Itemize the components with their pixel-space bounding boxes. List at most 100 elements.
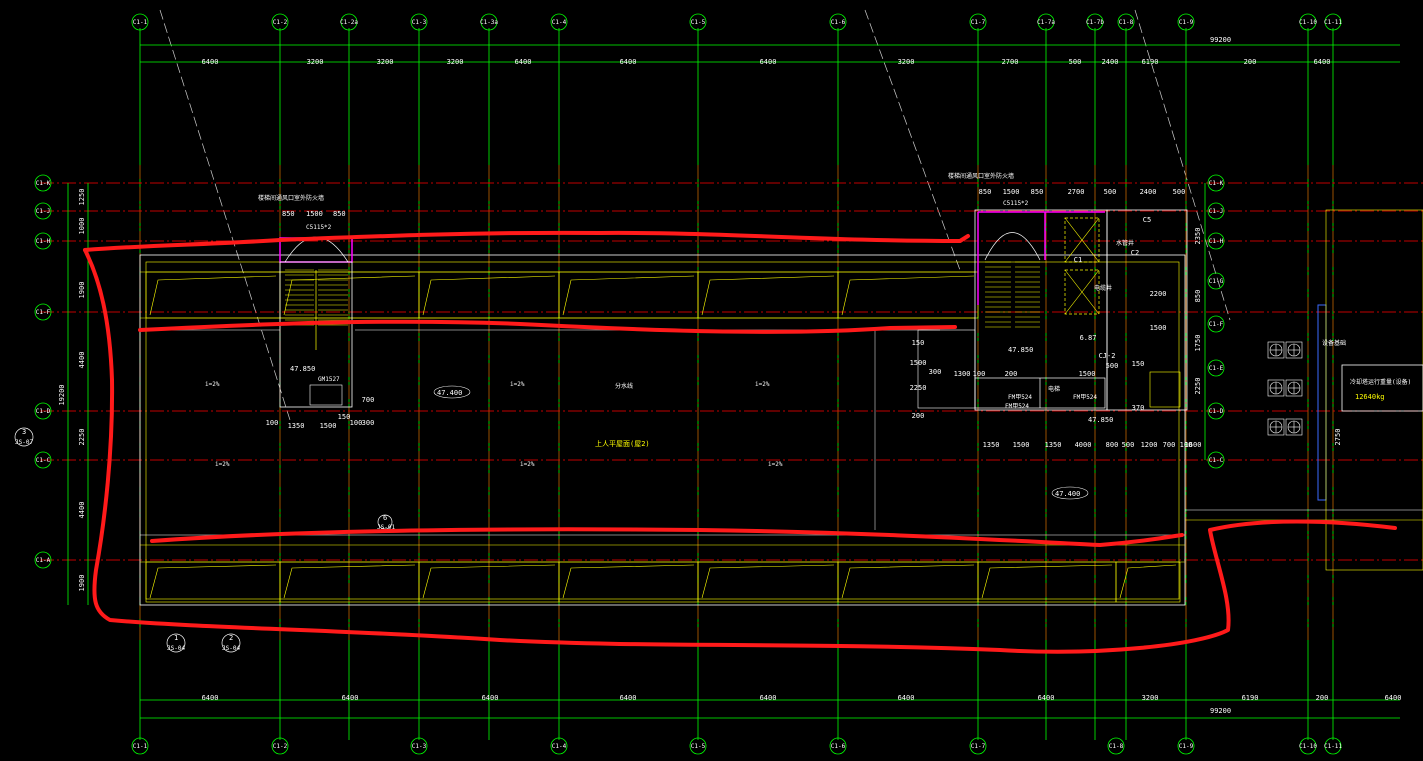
- stair-right-mark-2: 6.87: [1080, 334, 1097, 342]
- dim-bottom-8: 6190: [1242, 694, 1259, 702]
- axis-bubble-left-1: C1-J: [34, 202, 52, 220]
- axis-bubble-bottom-9: C1-10: [1299, 737, 1317, 755]
- roof-slope-5: i=2%: [520, 461, 535, 468]
- stair-left-bottom-dim-1: 1350: [288, 422, 305, 430]
- stair-right-side-dim-13: 2200: [1150, 290, 1167, 298]
- dim-top-13: 6400: [1314, 58, 1331, 66]
- detail-marker-1-ref: JS-01: [377, 524, 395, 531]
- dim-top-2: 3200: [377, 58, 394, 66]
- axis-label-top-10: C1-7b: [1086, 19, 1104, 26]
- axis-bubble-top-6: C1-5: [689, 13, 707, 31]
- stair-left-bottom-dim-3: 150: [338, 413, 351, 421]
- fan-unit-2-0: [1267, 418, 1285, 436]
- stair-right-top-dim-0: 850: [979, 188, 992, 196]
- axis-label-right-4: C1-F: [1209, 321, 1224, 328]
- equipment-area: 冷却塔运行重量(设备) 12640kg 设备基础: [1267, 209, 1423, 571]
- roof-slope-4: i=2%: [215, 461, 230, 468]
- axis-label-left-6: C1-A: [36, 557, 51, 564]
- axis-label-top-12: C1-9: [1179, 19, 1194, 26]
- stair-left-bottom-dim-4: 300: [362, 419, 375, 427]
- dim-top-9: 500: [1069, 58, 1082, 66]
- dimension-bottom-overall: 99200: [1210, 707, 1231, 715]
- fan-unit-0-1: [1285, 341, 1303, 359]
- stair-right-bottom-dim-2: 1350: [1045, 441, 1062, 449]
- axis-bubbles-right: C1-KC1-JC1-HC1-GC1-FC1-EC1-DC1-C: [1207, 174, 1225, 469]
- axis-label-top-1: C1-2: [273, 19, 288, 26]
- dim-top-7: 3200: [898, 58, 915, 66]
- axis-bubble-top-9: C1-7a: [1037, 13, 1055, 31]
- stair-right-top-dim-6: 500: [1173, 188, 1186, 196]
- stair-left-bottom-dim-6: 100: [350, 419, 363, 427]
- axis-label-right-3: C1-G: [1209, 278, 1224, 285]
- stair-right-room-1: FM甲524: [1008, 394, 1032, 401]
- dim-bottom-9: 200: [1316, 694, 1329, 702]
- axis-label-bottom-2: C1-3: [412, 743, 427, 750]
- stair-right-bottom-dim-8: 1600: [1185, 441, 1202, 449]
- dim-bottom-4: 6400: [760, 694, 777, 702]
- axis-label-bottom-4: C1-5: [691, 743, 706, 750]
- axis-label-left-5: C1-C: [36, 457, 51, 464]
- stair-right-room-elevation: 47.850: [1088, 416, 1113, 424]
- dimension-lines: [67, 44, 1400, 719]
- stair-left-title: 楼梯间通风口室外防火墙: [258, 194, 324, 202]
- axis-bubble-top-8: C1-7: [969, 13, 987, 31]
- axis-bubble-left-3: C1-F: [34, 303, 52, 321]
- axis-label-right-0: C1-K: [1209, 180, 1224, 187]
- fan-unit-0-0: [1267, 341, 1285, 359]
- axis-label-bottom-8: C1-9: [1179, 743, 1194, 750]
- stair-right-top-dim-5: 2400: [1140, 188, 1157, 196]
- axis-bubble-top-14: C1-11: [1324, 13, 1342, 31]
- axis-bubble-top-4: C1-3a: [480, 13, 498, 31]
- stair-right-side-dim-9: 200: [912, 412, 925, 420]
- axis-bubble-left-2: C1-H: [34, 232, 52, 250]
- stair-left: 楼梯间通风口室外防火墙 850 1500 850 C5115*2 47.850 …: [258, 194, 374, 430]
- stair-right-room-0: 电梯: [1048, 385, 1060, 393]
- dim-left-1: 1000: [78, 218, 86, 235]
- dim-top-3: 3200: [447, 58, 464, 66]
- stair-right-label: C5115*2: [1003, 200, 1029, 207]
- axis-label-bottom-0: C1-1: [133, 743, 148, 750]
- stair-right-top-dim-1: 1500: [1003, 188, 1020, 196]
- stair-right-top-dim-3: 2700: [1068, 188, 1085, 196]
- equipment-note: 设备基础: [1322, 339, 1346, 347]
- axis-label-top-5: C1-4: [552, 19, 567, 26]
- axis-bubble-bottom-2: C1-3: [410, 737, 428, 755]
- axis-label-right-6: C1-D: [1209, 408, 1224, 415]
- axis-bubble-bottom-4: C1-5: [689, 737, 707, 755]
- axis-label-bottom-1: C1-2: [273, 743, 288, 750]
- dim-bottom-3: 6400: [620, 694, 637, 702]
- stair-right-room-3: FM甲524: [1005, 403, 1029, 410]
- stair-right-side-dim-4: 150: [912, 339, 925, 347]
- axis-bubble-top-11: C1-8: [1117, 13, 1135, 31]
- fan-unit-1-0: [1267, 379, 1285, 397]
- axis-bubble-bottom-10: C1-11: [1324, 737, 1342, 755]
- axis-label-top-8: C1-7: [971, 19, 986, 26]
- dim-right-0: 2350: [1194, 228, 1202, 245]
- stair-right-bottom-dim-7: 700: [1163, 441, 1176, 449]
- axis-label-top-3: C1-3: [412, 19, 427, 26]
- roof-slope-1: i=2%: [205, 381, 220, 388]
- stair-right-bottom-dim-1: 1500: [1013, 441, 1030, 449]
- axis-bubble-bottom-1: C1-2: [271, 737, 289, 755]
- stair-right-side-dim-6: 500: [1106, 362, 1119, 370]
- axis-bubble-bottom-3: C1-4: [550, 737, 568, 755]
- axis-bubble-left-4: C1-D: [34, 402, 52, 420]
- stair-right-bottom-dim-3: 4000: [1075, 441, 1092, 449]
- dim-left-6: 4400: [78, 502, 86, 519]
- axis-bubble-bottom-7: C1-8: [1107, 737, 1125, 755]
- stair-right-room-5: 电缆井: [1094, 284, 1112, 292]
- axis-label-left-1: C1-J: [36, 208, 50, 215]
- fan-unit-2-1: [1285, 418, 1303, 436]
- axis-label-left-3: C1-F: [36, 309, 51, 316]
- roof-main-label: 上人平屋面(屋2): [595, 439, 650, 448]
- axis-label-right-2: C1-H: [1209, 238, 1224, 245]
- stair-right-side-dim-2: 200: [1005, 370, 1018, 378]
- stair-left-door: GM1527: [318, 376, 340, 383]
- axis-label-bottom-10: C1-11: [1324, 743, 1342, 750]
